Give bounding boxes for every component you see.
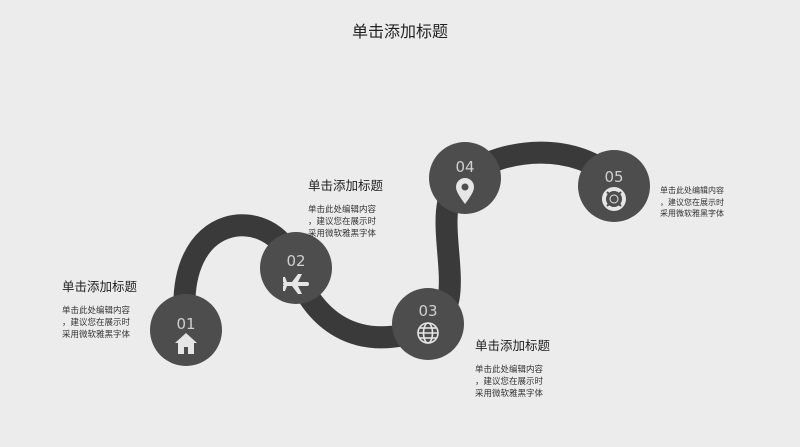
step-node-05: 05 xyxy=(578,150,650,222)
step-description: 单击此处编辑内容 ，建议您在展示时 采用微软雅黑字体 xyxy=(475,365,544,399)
step-number-05: 05 xyxy=(604,168,623,186)
step-number-01: 01 xyxy=(176,315,195,333)
step-label-05: 单击此处编辑内容 ，建议您在展示时 采用微软雅黑字体 xyxy=(660,185,724,220)
step-node-04: 04 xyxy=(429,142,501,214)
step-label-01: 单击添加标题 单击此处编辑内容 ，建议您在展示时 采用微软雅黑字体 xyxy=(62,276,137,341)
map-pin-icon xyxy=(456,178,474,204)
step-label-02: 单击添加标题 单击此处编辑内容 ，建议您在展示时 采用微软雅黑字体 xyxy=(308,175,383,240)
step-description: 单击此处编辑内容 ，建议您在展示时 采用微软雅黑字体 xyxy=(308,205,377,239)
lifebuoy-icon xyxy=(602,187,626,211)
step-description: 单击此处编辑内容 ，建议您在展示时 采用微软雅黑字体 xyxy=(62,306,131,340)
step-description: 单击此处编辑内容 ，建议您在展示时 采用微软雅黑字体 xyxy=(660,186,724,218)
home-icon xyxy=(175,333,197,354)
step-node-01: 01 xyxy=(150,294,222,366)
page-title: 单击添加标题 xyxy=(351,22,448,41)
step-number-04: 04 xyxy=(455,158,474,176)
step-number-02: 02 xyxy=(286,252,305,270)
step-node-03: 03 xyxy=(392,288,464,360)
step-heading: 单击添加标题 xyxy=(62,279,138,294)
step-heading: 单击添加标题 xyxy=(475,338,551,353)
step-label-03: 单击添加标题 单击此处编辑内容 ，建议您在展示时 采用微软雅黑字体 xyxy=(475,335,550,400)
step-number-03: 03 xyxy=(418,302,437,320)
globe-icon xyxy=(417,322,439,344)
step-heading: 单击添加标题 xyxy=(308,178,384,193)
step-node-02: 02 xyxy=(260,232,332,304)
airplane-icon xyxy=(283,274,309,294)
